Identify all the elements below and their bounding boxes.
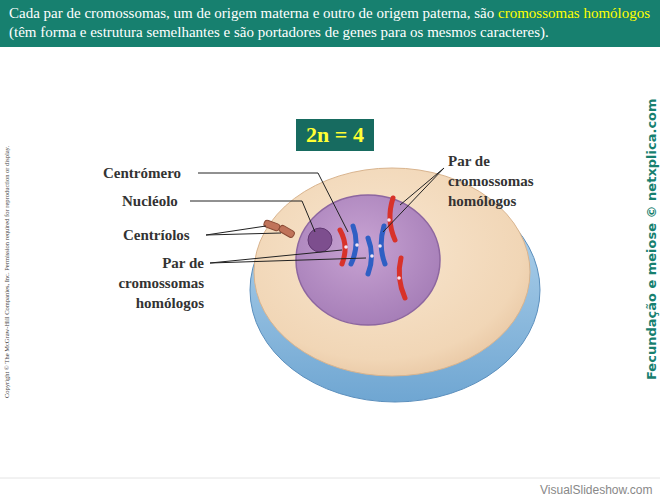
nucleolus-label: Nucléolo bbox=[122, 191, 178, 211]
title-band: Cada par de cromossomas, um de origem ma… bbox=[0, 0, 660, 47]
centromere-label: Centrómero bbox=[103, 163, 181, 183]
homologous-pair-label: Par de cromossomas homólogos bbox=[92, 253, 204, 313]
title-text: Cada par de cromossomas, um de origem ma… bbox=[9, 4, 651, 42]
ploidy-text: 2n = 4 bbox=[296, 122, 374, 148]
centriole-label: Centríolos bbox=[123, 225, 190, 245]
watermark: Fecundação e meiose © netxplica.com bbox=[644, 98, 660, 380]
homologous-pair-label: Par de cromossomas homólogos bbox=[448, 151, 558, 211]
ploidy-box: 2n = 4 bbox=[296, 119, 374, 151]
site-watermark: VisualSlideshow.com bbox=[540, 483, 653, 497]
copyright-note: Copyright © The McGraw-Hill Companies, I… bbox=[3, 146, 11, 398]
